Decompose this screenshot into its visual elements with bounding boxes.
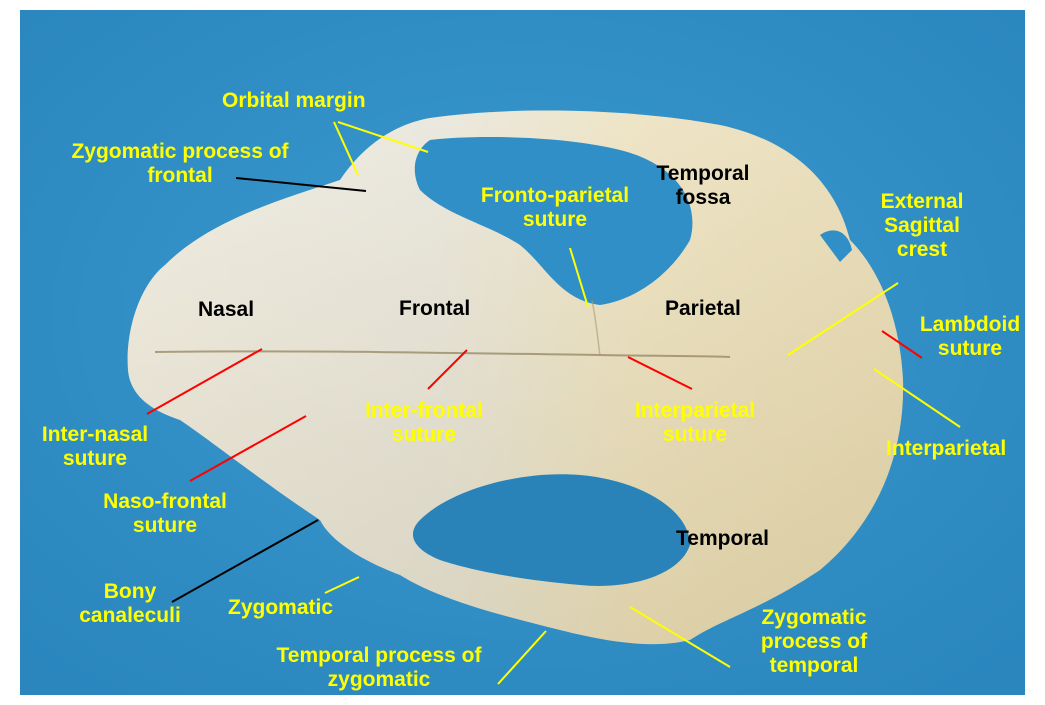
label-orbital-margin: Orbital margin [222,89,366,112]
pointer-interparietal-suture [627,356,693,390]
pointer-zygomatic-process-temporal [629,606,731,668]
pointer-bony-canaleculi [171,519,319,603]
pointer-orbital-margin-a [333,121,359,176]
label-external-sagittal-crest: External Sagittal crest [880,190,964,261]
label-temporal-fossa: Temporal fossa [656,162,750,209]
label-interparietal-suture: Interparietal suture [634,399,756,446]
label-interparietal: Interparietal [886,437,1007,460]
label-parietal: Parietal [665,297,741,320]
pointer-interparietal [873,368,961,428]
pointer-zygomatic-process-frontal [235,177,367,192]
pointer-lambdoid [881,330,923,359]
label-nasal: Nasal [198,298,255,321]
pointer-naso-frontal [189,415,307,482]
label-zygomatic-process-of-temporal: Zygomatic process of temporal [760,606,868,677]
label-zygomatic-process-of-frontal: Zygomatic process of frontal [71,140,289,187]
label-inter-frontal-suture: Inter-frontal suture [365,399,483,446]
pointer-orbital-margin-b [337,121,429,153]
label-temporal: Temporal [676,527,769,550]
lower-temporal-fossa-opening [412,474,690,586]
label-zygomatic: Zygomatic [228,596,334,619]
label-inter-nasal-suture: Inter-nasal suture [41,423,149,470]
label-naso-frontal-suture: Naso-frontal suture [103,490,227,537]
pointer-fronto-parietal [569,247,589,308]
pointer-temporal-process [497,630,547,685]
upper-temporal-fossa-opening [414,137,693,305]
pointer-sagittal-crest [787,282,899,356]
label-fronto-parietal-suture: Fronto-parietal suture [480,184,630,231]
label-frontal: Frontal [399,297,471,320]
pointer-inter-frontal [427,349,468,390]
posterior-edge-notch [820,230,852,262]
pointer-inter-nasal [146,348,263,415]
label-lambdoid-suture: Lambdoid suture [919,313,1021,360]
label-bony-canaleculi: Bony canaleculi [79,580,181,627]
pointer-zygomatic [324,576,360,594]
midline-suture-line [154,350,731,358]
fronto-parietal-suture-line [591,299,601,357]
label-temporal-process-of-zygomatic: Temporal process of zygomatic [276,644,482,691]
